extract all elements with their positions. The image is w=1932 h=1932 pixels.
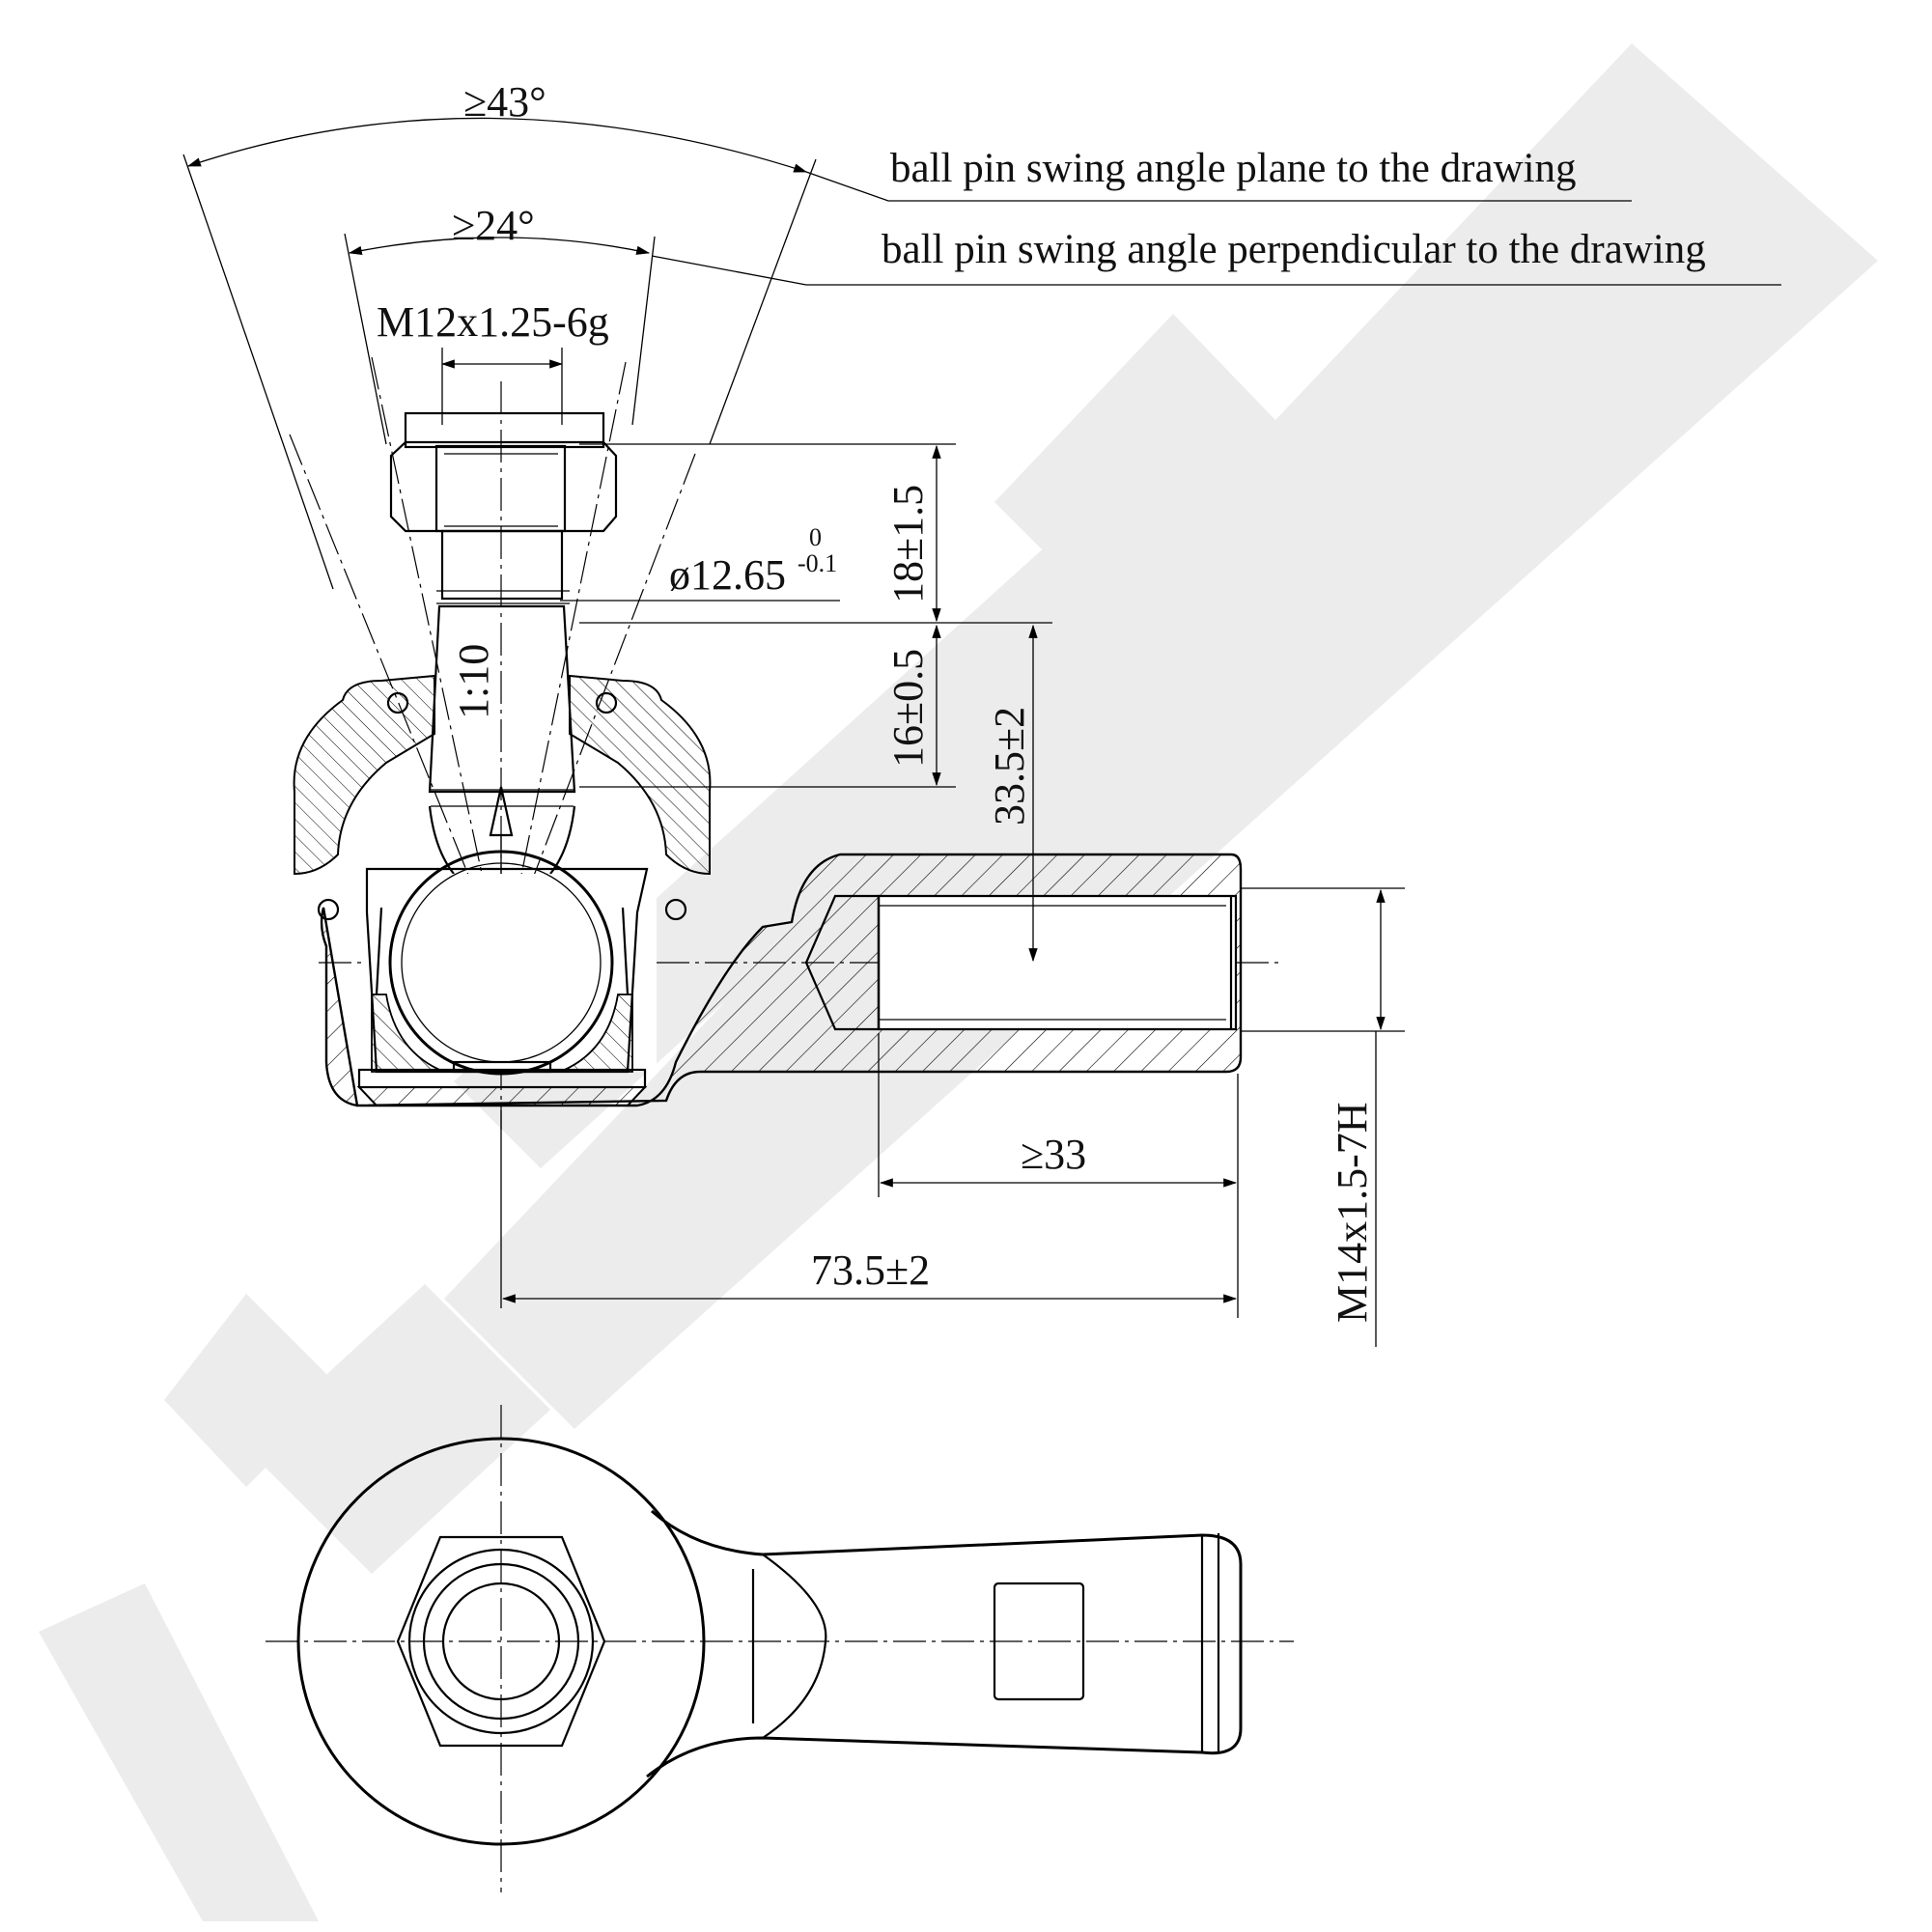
labels: ball pin swing angle plane to the drawin… bbox=[377, 78, 1706, 1323]
note-swing-plane: ball pin swing angle plane to the drawin… bbox=[890, 146, 1577, 191]
taper-ratio-label: 1:10 bbox=[450, 644, 497, 719]
overall-length-label: 73.5±2 bbox=[811, 1246, 930, 1294]
thread-depth-label: ≥33 bbox=[1021, 1131, 1086, 1178]
diameter-tol-upper: 0 bbox=[809, 523, 822, 551]
height-center-label: 33.5±2 bbox=[986, 707, 1033, 826]
height-taper-label: 16±0.5 bbox=[884, 649, 932, 768]
section-view bbox=[182, 117, 1781, 1347]
angle-perpendicular-label: ≥24° bbox=[452, 202, 535, 249]
note-swing-perpendicular: ball pin swing angle perpendicular to th… bbox=[882, 227, 1706, 272]
plan-view bbox=[266, 1405, 1294, 1892]
angle-plane-label: ≥43° bbox=[463, 78, 546, 126]
thread-pin-label: M12x1.25-6g bbox=[377, 298, 609, 346]
thread-housing-label: M14x1.5-7H bbox=[1329, 1102, 1376, 1323]
diameter-tol-lower: -0.1 bbox=[798, 549, 837, 577]
diameter-base-label: ø12.65 bbox=[669, 551, 786, 599]
height-thread-label: 18±1.5 bbox=[884, 485, 932, 603]
